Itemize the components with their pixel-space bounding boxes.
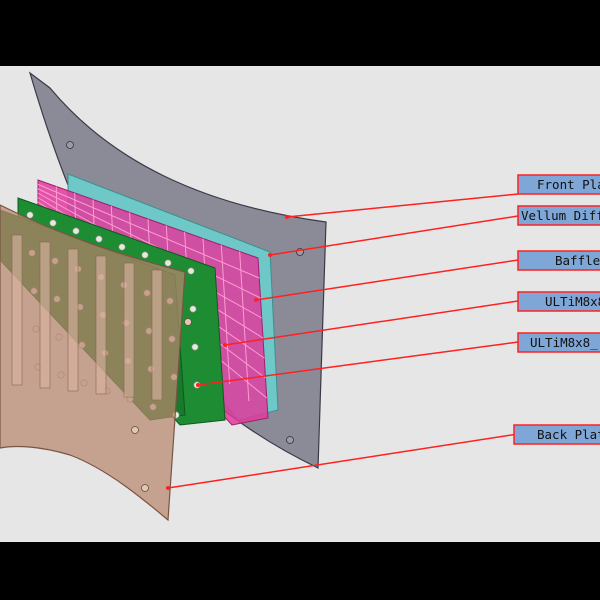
back-plate-screw	[131, 426, 139, 434]
front-plate-leader	[286, 193, 519, 218]
callout-label-vellum-diffuser: Vellum Diffuser	[521, 208, 600, 223]
callout-ultim8x8-back: ULTiM8x8_	[517, 332, 600, 353]
back-plate-screw	[141, 484, 149, 492]
callout-label-back-plate: Back Plate	[537, 427, 600, 442]
ultim8x8-front-leader	[224, 300, 519, 346]
callout-vellum-diffuser: Vellum Diffuser	[517, 205, 600, 226]
callout-label-front-plate: Front Plate	[537, 177, 600, 192]
back-plate-leader	[167, 433, 519, 489]
baffle-leader	[255, 259, 519, 301]
front-plate-screw	[66, 141, 74, 149]
callout-front-plate: Front Plate	[517, 174, 600, 195]
callout-label-ultim8x8-back: ULTiM8x8_	[530, 335, 598, 350]
ultim8x8-back-leader	[197, 341, 519, 386]
back-plate-screw	[184, 318, 192, 326]
callout-ultim8x8-front: ULTiM8x8	[517, 291, 600, 312]
callout-label-ultim8x8-front: ULTiM8x8	[545, 294, 600, 309]
callout-back-plate: Back Plate	[513, 424, 600, 445]
vellum-diffuser-leader	[269, 215, 519, 256]
front-plate-screw	[286, 436, 294, 444]
callout-baffle: Baffle	[517, 250, 600, 271]
callout-label-baffle: Baffle	[555, 253, 600, 268]
